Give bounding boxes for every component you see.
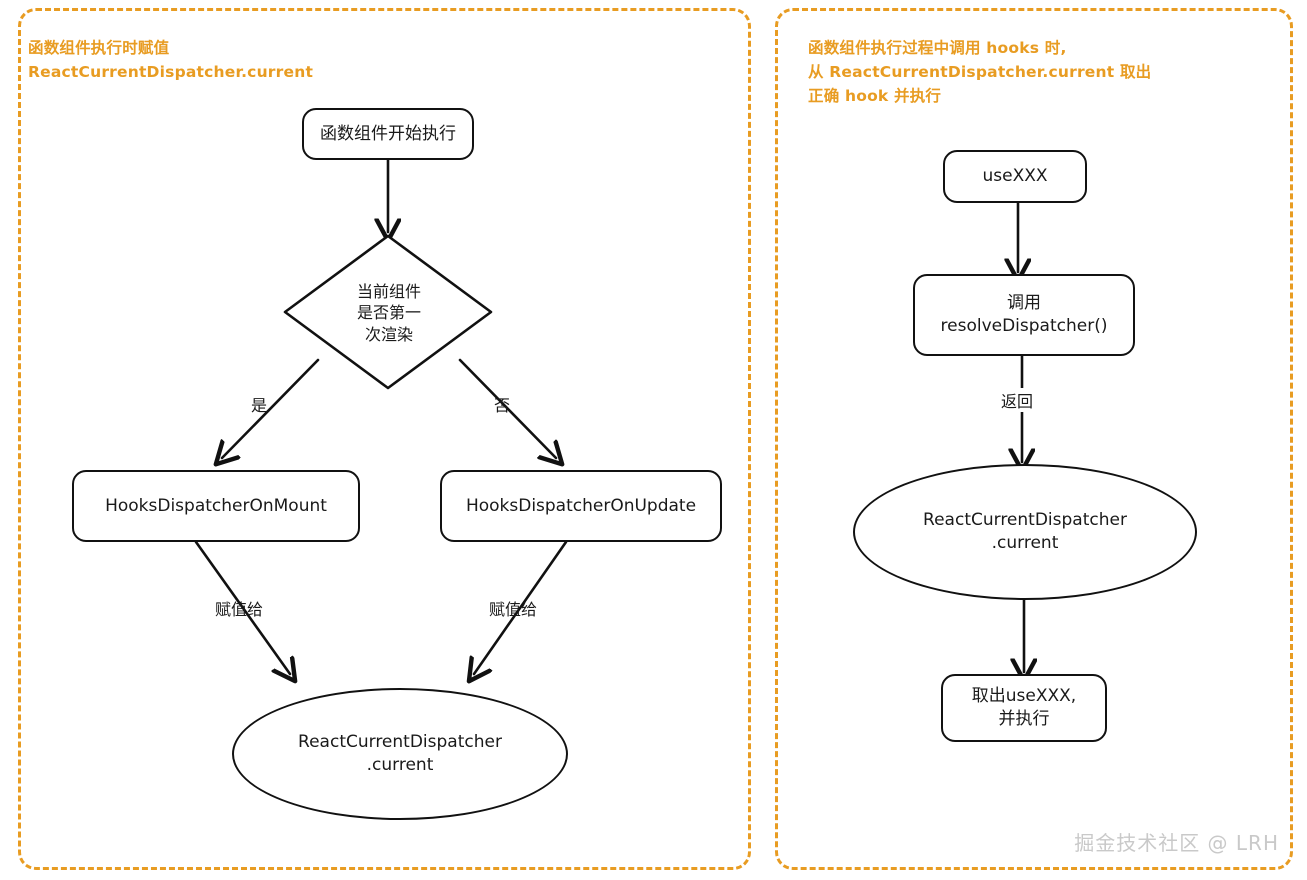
edge-label-assign-right: 赋值给 [489, 600, 538, 619]
node-extract-and-execute-usexxx[interactable]: 取出useXXX, 并执行 [941, 674, 1107, 742]
panel-right-title: 函数组件执行过程中调用 hooks 时, 从 ReactCurrentDispa… [808, 39, 1152, 106]
node-react-current-dispatcher-current-right[interactable]: ReactCurrentDispatcher .current [853, 464, 1197, 600]
panel-left-title: 函数组件执行时赋值 ReactCurrentDispatcher.current [28, 39, 314, 82]
panel-right [775, 8, 1293, 870]
node-hooks-dispatcher-on-update[interactable]: HooksDispatcherOnUpdate [440, 470, 722, 542]
node-react-current-dispatcher-current-left[interactable]: ReactCurrentDispatcher .current [232, 688, 568, 820]
watermark: 掘金技术社区 @ LRH [1074, 831, 1279, 855]
node-usexxx[interactable]: useXXX [943, 150, 1087, 203]
node-decision-first-render[interactable]: 当前组件 是否第一 次渲染 [356, 281, 421, 344]
edge-label-assign-left: 赋值给 [215, 600, 264, 619]
node-hooks-dispatcher-on-mount[interactable]: HooksDispatcherOnMount [72, 470, 360, 542]
edge-label-no: 否 [494, 396, 511, 415]
edge-label-return: 返回 [996, 388, 1039, 412]
node-call-resolve-dispatcher[interactable]: 调用 resolveDispatcher() [913, 274, 1135, 356]
edge-label-yes: 是 [251, 396, 268, 415]
node-start-function-component[interactable]: 函数组件开始执行 [302, 108, 474, 160]
panel-left [18, 8, 751, 870]
